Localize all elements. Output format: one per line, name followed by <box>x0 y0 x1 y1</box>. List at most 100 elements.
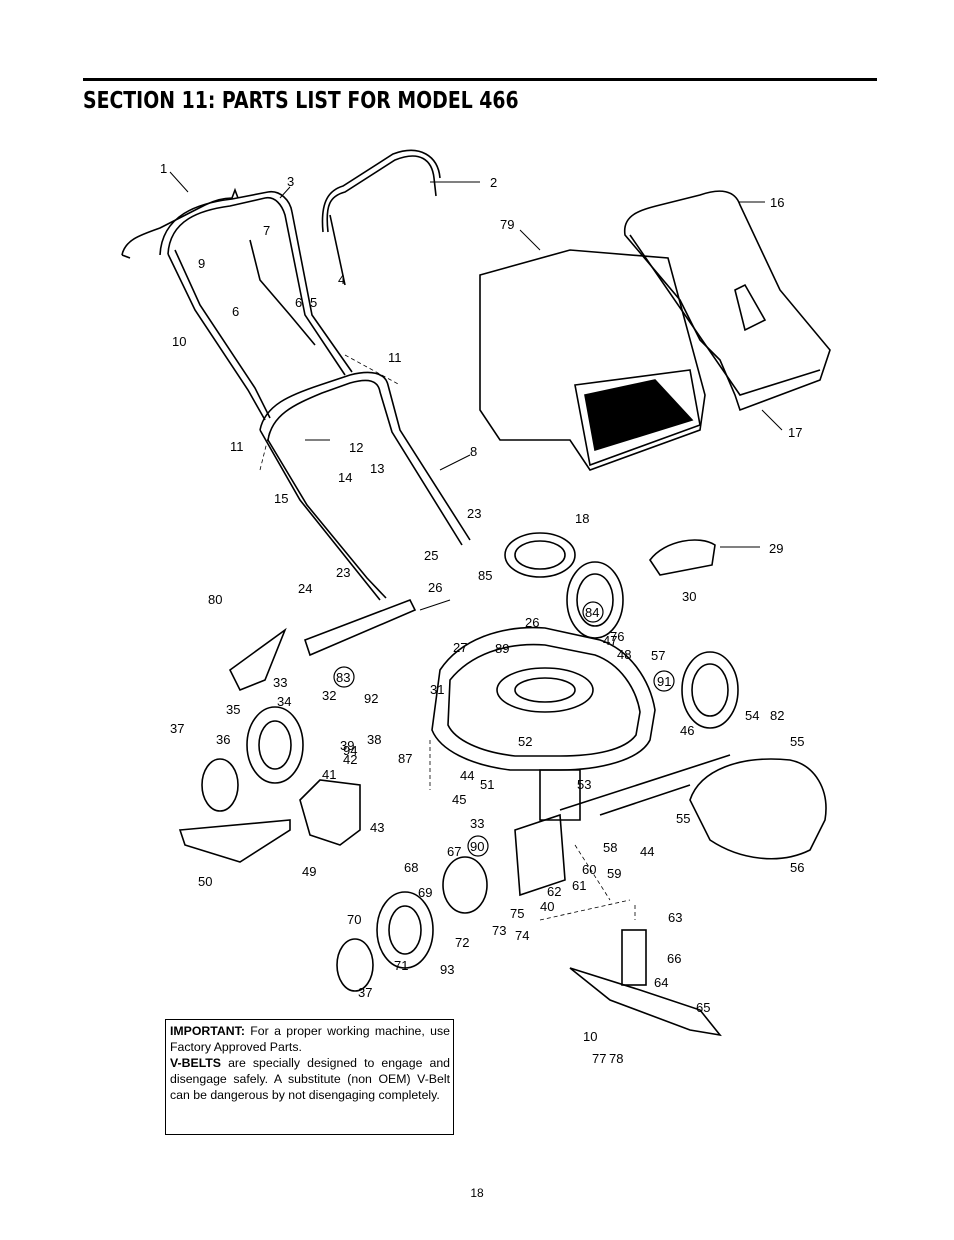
callout-62: 62 <box>547 884 561 899</box>
callout-10: 10 <box>172 334 186 349</box>
important-label: IMPORTANT: <box>170 1024 245 1038</box>
callout-40: 40 <box>540 899 554 914</box>
callout-70: 70 <box>347 912 361 927</box>
callout-83: 83 <box>336 670 350 685</box>
callout-64: 64 <box>654 975 668 990</box>
callout-8: 8 <box>470 444 477 459</box>
front-left-wheel <box>246 706 304 784</box>
mulch-ring <box>504 532 576 578</box>
vbelts-label: V-BELTS <box>170 1056 222 1070</box>
upper-handle <box>326 155 437 233</box>
callout-14: 14 <box>338 470 352 485</box>
callout-38: 38 <box>367 732 381 747</box>
callout-55: 55 <box>790 734 804 749</box>
grass-bag <box>479 249 706 471</box>
callout-48: 48 <box>617 647 631 662</box>
blade-adapter <box>621 929 647 986</box>
callout-15: 15 <box>274 491 288 506</box>
callout-10b: 10 <box>583 1029 597 1044</box>
blade <box>569 967 722 1037</box>
callout-33b: 33 <box>470 816 484 831</box>
side-plate <box>228 627 287 692</box>
rear-left-wheel <box>376 891 434 969</box>
callout-23b: 23 <box>336 565 350 580</box>
front-axle <box>559 754 731 811</box>
callout-37: 37 <box>170 721 184 736</box>
callout-91: 91 <box>657 674 671 689</box>
callout-26: 26 <box>428 580 442 595</box>
callout-73: 73 <box>492 923 506 938</box>
callout-47: 47 <box>603 633 617 648</box>
callout-26b: 26 <box>525 615 539 630</box>
callout-71: 71 <box>394 958 408 973</box>
callout-36: 36 <box>216 732 230 747</box>
callout-34: 34 <box>277 694 291 709</box>
mower-deck <box>431 626 656 771</box>
vbelts-text: are specially designed to engage and dis… <box>170 1056 450 1102</box>
callout-32: 32 <box>322 688 336 703</box>
callout-55b: 55 <box>676 811 690 826</box>
front-left-hubcap <box>201 758 239 812</box>
lower-handle <box>259 371 471 541</box>
page-title: SECTION 11: PARTS LIST FOR MODEL 466 <box>83 88 519 114</box>
callout-6b: 6 <box>295 295 302 310</box>
callout-56: 56 <box>790 860 804 875</box>
height-bracket <box>514 813 566 897</box>
deflector <box>649 539 716 576</box>
header-rule <box>83 78 877 81</box>
callout-78: 78 <box>609 1051 623 1066</box>
callout-50: 50 <box>198 874 212 889</box>
callout-61: 61 <box>572 878 586 893</box>
support-bracket <box>539 769 581 821</box>
callout-35: 35 <box>226 702 240 717</box>
control-cable <box>121 187 239 256</box>
callout-54: 54 <box>745 708 759 723</box>
callout-69: 69 <box>418 885 432 900</box>
callout-84: 84 <box>585 605 599 620</box>
drive-gear <box>442 856 488 914</box>
callout-17: 17 <box>788 425 802 440</box>
important-notice: IMPORTANT: For a proper working machine,… <box>165 1019 454 1135</box>
callout-23: 23 <box>467 506 481 521</box>
callout-27: 27 <box>453 640 467 655</box>
callout-29: 29 <box>769 541 783 556</box>
callout-6: 6 <box>232 304 239 319</box>
callout-49: 49 <box>302 864 316 879</box>
callout-89: 89 <box>495 641 509 656</box>
page-number: 18 <box>470 1186 484 1200</box>
callout-90: 90 <box>470 839 484 854</box>
callout-3: 3 <box>287 174 294 189</box>
discharge-chute <box>689 758 827 860</box>
callout-53: 53 <box>577 777 591 792</box>
callout-74: 74 <box>515 928 529 943</box>
callout-87: 87 <box>398 751 412 766</box>
callout-79: 79 <box>500 217 514 232</box>
callout-77: 77 <box>592 1051 606 1066</box>
callout-24: 24 <box>298 581 312 596</box>
callout-59: 59 <box>607 866 621 881</box>
callout-45: 45 <box>452 792 466 807</box>
callout-7: 7 <box>263 223 270 238</box>
callout-42: 42 <box>343 752 357 767</box>
callout-labels: 1 2 3 4 5 6 6 7 8 9 10 11 11 12 13 14 15… <box>160 161 804 1066</box>
callout-2: 2 <box>490 175 497 190</box>
rear-guard <box>178 819 291 863</box>
callout-9: 9 <box>198 256 205 271</box>
callout-39: 39 <box>340 738 354 753</box>
callout-13: 13 <box>370 461 384 476</box>
callout-30: 30 <box>682 589 696 604</box>
callout-75: 75 <box>510 906 524 921</box>
callout-92: 92 <box>364 691 378 706</box>
callout-94: 94 <box>343 743 357 758</box>
callout-51: 51 <box>480 777 494 792</box>
callout-33: 33 <box>273 675 287 690</box>
callout-72: 72 <box>455 935 469 950</box>
rear-left-hubcap <box>336 938 374 992</box>
handle-frame <box>167 196 346 376</box>
callout-43: 43 <box>370 820 384 835</box>
callout-76: 76 <box>610 629 624 644</box>
callout-11: 11 <box>388 350 402 365</box>
callout-37b: 37 <box>358 985 372 1000</box>
callout-46: 46 <box>680 723 694 738</box>
